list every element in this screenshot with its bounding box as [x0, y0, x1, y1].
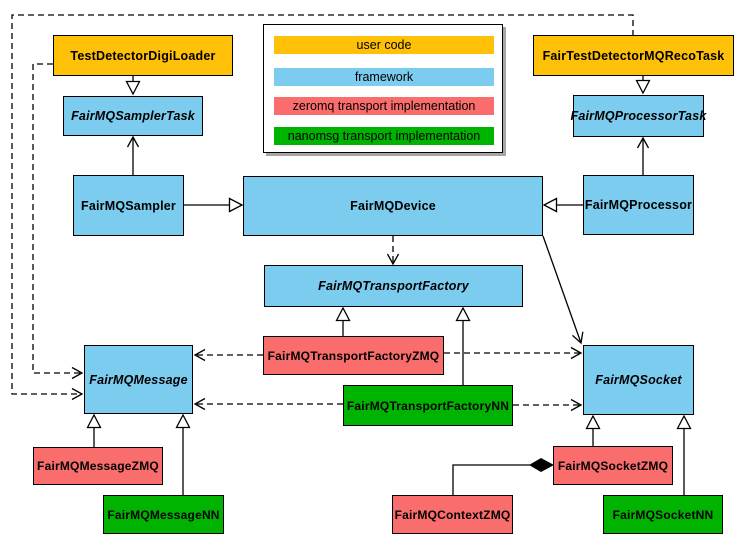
composition-diamond-icon	[529, 458, 554, 472]
node-test-detector-digi-loader: TestDetectorDigiLoader	[53, 35, 233, 76]
legend-label: zeromq transport implementation	[292, 99, 476, 113]
node-label: FairMQSocketZMQ	[557, 458, 669, 473]
legend: user code framework zeromq transport imp…	[263, 24, 503, 153]
node-fairmq-transport-factory-zmq: FairMQTransportFactoryZMQ	[263, 336, 444, 375]
node-label: FairMQTransportFactoryNN	[346, 398, 510, 413]
edge-device-to-socket	[542, 235, 584, 345]
node-fairmq-sampler-task: FairMQSamplerTask	[63, 96, 203, 136]
node-label: FairMQSamplerTask	[71, 109, 195, 123]
node-fairmq-sampler: FairMQSampler	[73, 175, 184, 236]
node-label: FairTestDetectorMQRecoTask	[542, 48, 725, 63]
node-fairmq-context-zmq: FairMQContextZMQ	[392, 495, 513, 534]
node-label: FairMQSocketNN	[612, 507, 714, 522]
node-fairmq-processor: FairMQProcessor	[583, 175, 694, 235]
node-fair-test-detector-mq-reco-task: FairTestDetectorMQRecoTask	[533, 35, 734, 76]
node-label: FairMQTransportFactoryZMQ	[267, 348, 440, 363]
legend-label: nanomsg transport implementation	[287, 129, 481, 143]
node-label: FairMQDevice	[350, 199, 436, 213]
node-label: FairMQMessage	[89, 372, 188, 387]
node-label: FairMQProcessorTask	[570, 109, 707, 123]
legend-item-framework: framework	[274, 68, 494, 86]
legend-item-user-code: user code	[274, 36, 494, 54]
node-fairmq-processor-task: FairMQProcessorTask	[570, 95, 707, 137]
legend-label: user code	[356, 38, 412, 52]
node-fairmq-message: FairMQMessage	[84, 345, 193, 414]
node-label: FairMQProcessor	[584, 198, 693, 212]
node-label: FairMQSocket	[595, 373, 682, 387]
node-label: FairMQTransportFactory	[318, 279, 469, 293]
legend-item-zeromq: zeromq transport implementation	[274, 97, 494, 115]
node-label: FairMQContextZMQ	[394, 507, 511, 522]
node-label: TestDetectorDigiLoader	[70, 48, 216, 63]
legend-label: framework	[354, 70, 414, 84]
node-fairmq-socket-zmq: FairMQSocketZMQ	[553, 446, 673, 485]
node-label: FairMQMessageZMQ	[37, 459, 159, 473]
node-fairmq-message-nn: FairMQMessageNN	[103, 495, 224, 534]
node-fairmq-transport-factory: FairMQTransportFactory	[264, 265, 523, 307]
legend-item-nanomsg: nanomsg transport implementation	[274, 127, 494, 145]
node-label: FairMQMessageNN	[107, 507, 220, 522]
node-fairmq-device: FairMQDevice	[243, 176, 543, 236]
node-fairmq-socket: FairMQSocket	[583, 345, 694, 415]
node-fairmq-transport-factory-nn: FairMQTransportFactoryNN	[343, 385, 513, 426]
node-label: FairMQSampler	[81, 198, 176, 213]
node-fairmq-message-zmq: FairMQMessageZMQ	[33, 447, 163, 485]
edge-socketzmq-owns-contextzmq	[452, 464, 530, 495]
node-fairmq-socket-nn: FairMQSocketNN	[603, 495, 723, 534]
